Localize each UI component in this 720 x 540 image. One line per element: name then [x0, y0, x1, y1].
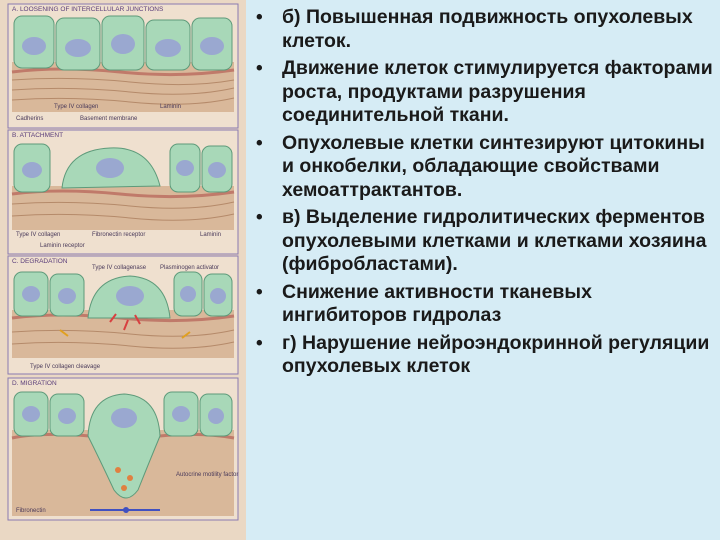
panel-d-title: D. MIGRATION: [12, 380, 57, 387]
bullet-dot: •: [256, 281, 263, 303]
panel-a-label-2: Laminin: [160, 104, 181, 110]
panel-c: C. DEGRADATION Type IV collagenase Plasm…: [7, 255, 239, 375]
panel-b-label-2: Fibronectin receptor: [92, 232, 145, 238]
panel-c-label-1: Type IV collagenase: [92, 265, 147, 271]
bullet-text: в) Выделение гидролитических ферментов о…: [282, 206, 707, 275]
panel-b-label-4: Laminin receptor: [40, 243, 85, 249]
panel-c-label-2: Plasminogen activator: [160, 265, 219, 271]
figure-illustration: A. LOOSENING OF INTERCELLULAR JUNCTIONS …: [7, 3, 239, 521]
bullet-item: • Движение клеток стимулируется факторами…: [252, 57, 714, 128]
bullet-dot: •: [256, 58, 263, 79]
panel-a-label-3: Cadherins: [16, 116, 43, 122]
panel-a-label-4: Basement membrane: [80, 116, 138, 122]
bullet-text: Опухолевые клетки синтезируют цитокины и…: [282, 131, 705, 201]
tumor-invasion-figure: A. LOOSENING OF INTERCELLULAR JUNCTIONS …: [0, 0, 246, 540]
bullet-dot: •: [256, 207, 263, 228]
bullet-item: • б) Повышенная подвижность опухолевых кл…: [252, 6, 714, 53]
panel-d-label-2: Fibronectin: [16, 508, 46, 514]
panel-a-title: A. LOOSENING OF INTERCELLULAR JUNCTIONS: [12, 6, 164, 13]
bullet-item: • в) Выделение гидролитических ферментов …: [252, 206, 714, 277]
panel-c-label-3: Type IV collagen cleavage: [30, 364, 101, 370]
bullet-dot: •: [256, 132, 263, 154]
bullet-item: • Снижение активности тканевых ингибиторо…: [252, 281, 714, 328]
panel-a: A. LOOSENING OF INTERCELLULAR JUNCTIONS …: [7, 3, 239, 129]
panel-d-label-1: Autocrine motility factor: [176, 472, 238, 478]
panel-b-label-1: Type IV collagen: [16, 232, 60, 238]
bullet-dot: •: [256, 7, 263, 28]
panel-b: B. ATTACHMENT Type IV collagen Fibronect…: [7, 129, 239, 255]
panel-d: D. MIGRATION Autocrine motility factor F…: [7, 377, 239, 521]
bullet-dot: •: [256, 332, 263, 354]
panel-b-title: B. ATTACHMENT: [12, 132, 63, 139]
bullet-item: • Опухолевые клетки синтезируют цитокины …: [252, 132, 714, 203]
bullet-list: • б) Повышенная подвижность опухолевых кл…: [252, 6, 714, 379]
panel-c-title: C. DEGRADATION: [12, 258, 68, 265]
bullet-text: Снижение активности тканевых ингибиторов…: [282, 280, 592, 327]
bullet-text: Движение клеток стимулируется факторами …: [282, 57, 713, 126]
panel-a-label-1: Type IV collagen: [54, 104, 98, 110]
bullet-text: б) Повышенная подвижность опухолевых кле…: [282, 6, 693, 52]
text-area: • б) Повышенная подвижность опухолевых кл…: [252, 6, 714, 534]
bullet-text: г) Нарушение нейроэндокринной регуляции …: [282, 331, 710, 378]
panel-b-label-3: Laminin: [200, 232, 221, 238]
bullet-item: • г) Нарушение нейроэндокринной регуляции…: [252, 332, 714, 379]
